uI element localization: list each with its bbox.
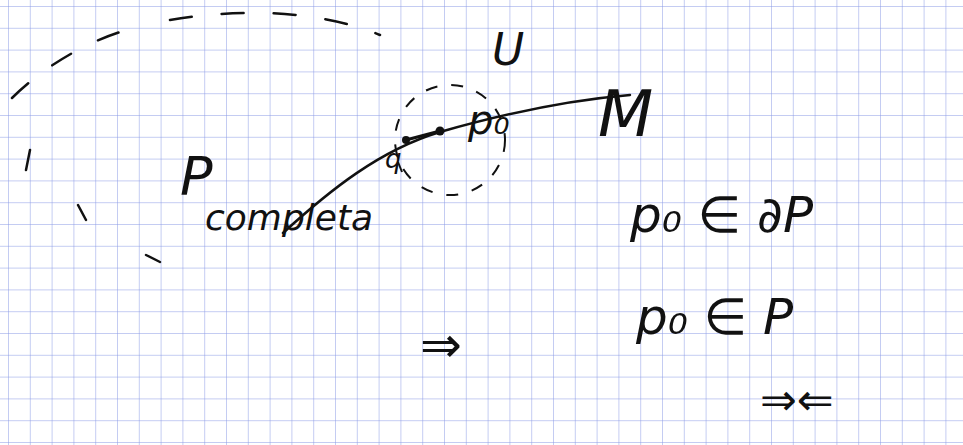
neighborhood-label: U xyxy=(492,28,524,72)
region-outline xyxy=(12,13,380,262)
note-text: completa xyxy=(205,200,373,236)
contradiction-symbol: ⇒⇐ xyxy=(760,378,834,422)
point-p0 xyxy=(436,127,445,136)
curve-label: M xyxy=(598,82,653,146)
region-label: P xyxy=(180,150,213,204)
formula-text: p₀ ∈ ∂P xyxy=(630,190,813,240)
implies-symbol: ⇒ xyxy=(420,320,462,370)
point-label: q xyxy=(385,146,402,172)
segment xyxy=(406,131,440,140)
formula-text: p₀ ∈ P xyxy=(636,292,793,342)
point-label: p₀ xyxy=(468,100,509,140)
point-q xyxy=(402,136,410,144)
